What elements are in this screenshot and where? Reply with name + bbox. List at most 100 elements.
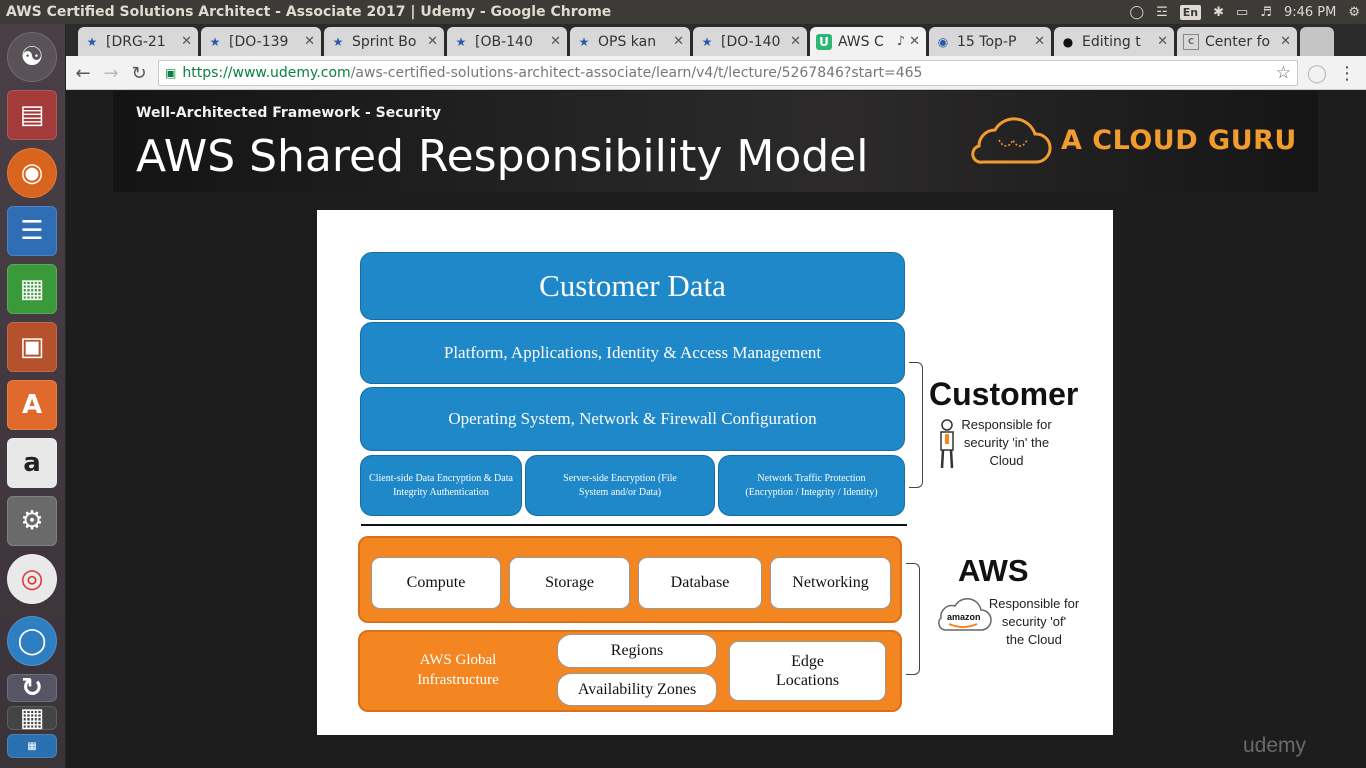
address-bar[interactable]: ▣ https://www.udemy.com /aws-certified-s… xyxy=(158,60,1298,86)
tab-do-139[interactable]: ★ [DO-139 ✕ xyxy=(201,27,321,56)
back-arrow-icon[interactable]: ← xyxy=(75,62,91,84)
calc-icon[interactable]: ▦ xyxy=(7,264,57,314)
lock-icon: ▣ xyxy=(165,66,177,80)
wifi-icon[interactable]: ☲ xyxy=(1156,4,1168,20)
udemy-watermark: udemy xyxy=(1242,734,1306,757)
compute-box: Compute xyxy=(371,557,501,609)
availability-zones-box: Availability Zones xyxy=(557,673,717,706)
os-top-bar: AWS Certified Solutions Architect - Asso… xyxy=(0,0,1366,24)
slide-subtitle: Well-Architected Framework - Security xyxy=(136,105,442,121)
firefox-icon[interactable]: ◉ xyxy=(7,148,57,198)
chat-icon[interactable]: ◯ xyxy=(1129,4,1145,20)
close-icon[interactable]: ✕ xyxy=(673,34,684,49)
settings-gear-icon[interactable]: ⚙ xyxy=(1348,4,1360,20)
ubuntu-dash-icon[interactable]: ☯ xyxy=(7,32,57,82)
tab-aws-udemy[interactable]: U AWS C ♪ ✕ xyxy=(810,27,926,56)
os-network-box: Operating System, Network & Firewall Con… xyxy=(360,387,905,451)
udemy-icon: U xyxy=(816,33,832,50)
extension-icon[interactable]: ◯ xyxy=(1306,62,1328,84)
tab-sprint[interactable]: ★ Sprint Bo ✕ xyxy=(324,27,444,56)
volume-icon[interactable]: ♬ xyxy=(1260,4,1272,20)
close-icon[interactable]: ✕ xyxy=(304,34,315,49)
server-side-encryption-box: Server-side Encryption (File System and/… xyxy=(525,455,715,516)
url-host: https://www.udemy.com xyxy=(182,65,351,81)
amazon-icon[interactable]: a xyxy=(7,438,57,488)
keyboard-layout-indicator[interactable]: En xyxy=(1179,4,1202,20)
close-icon[interactable]: ✕ xyxy=(1157,34,1168,49)
github-icon: ● xyxy=(1062,34,1074,49)
cloud-guru-logo-icon xyxy=(971,117,1052,164)
tab-ob-140[interactable]: ★ [OB-140 ✕ xyxy=(447,27,567,56)
close-icon[interactable]: ✕ xyxy=(427,34,438,49)
jira-icon: ★ xyxy=(578,34,590,49)
forward-arrow-icon[interactable]: → xyxy=(103,62,119,84)
close-icon[interactable]: ✕ xyxy=(1280,34,1291,49)
impress-icon[interactable]: ▣ xyxy=(7,322,57,372)
cis-icon: C xyxy=(1183,33,1199,50)
chat-app-icon[interactable]: ◯ xyxy=(7,616,57,666)
url-path: /aws-certified-solutions-architect-assoc… xyxy=(350,65,923,81)
divider-line xyxy=(361,524,907,526)
platform-box: Platform, Applications, Identity & Acces… xyxy=(360,322,905,384)
networking-box: Networking xyxy=(770,557,891,609)
amazon-logo-text: amazon xyxy=(947,612,981,622)
workspace-icon[interactable]: ▦ xyxy=(7,703,57,733)
network-traffic-protection-box: Network Traffic Protection (Encryption /… xyxy=(718,455,905,516)
workbench-icon[interactable]: ▦ xyxy=(7,734,57,758)
close-icon[interactable]: ✕ xyxy=(909,34,920,49)
tab-editing[interactable]: ● Editing t ✕ xyxy=(1054,27,1174,56)
update-icon[interactable]: ↻ xyxy=(7,673,57,703)
tab-drg[interactable]: ★ [DRG-21 ✕ xyxy=(78,27,198,56)
tab-15-top[interactable]: ◉ 15 Top-P ✕ xyxy=(929,27,1051,56)
menu-kebab-icon[interactable]: ⋮ xyxy=(1338,62,1356,84)
shared-responsibility-diagram: Customer Data Platform, Applications, Id… xyxy=(317,210,1113,735)
tab-ops-kan[interactable]: ★ OPS kan ✕ xyxy=(570,27,690,56)
close-icon[interactable]: ✕ xyxy=(1034,34,1045,49)
close-icon[interactable]: ✕ xyxy=(181,34,192,49)
files-icon[interactable]: ▤ xyxy=(7,90,57,140)
customer-bracket xyxy=(909,362,923,488)
slide-header: Well-Architected Framework - Security AW… xyxy=(113,91,1318,192)
edge-locations-box: Edge Locations xyxy=(729,641,886,701)
writer-icon[interactable]: ☰ xyxy=(7,206,57,256)
client-side-encryption-box: Client-side Data Encryption & Data Integ… xyxy=(360,455,522,516)
window-title: AWS Certified Solutions Architect - Asso… xyxy=(6,4,612,20)
amazon-cloud-icon xyxy=(938,598,992,631)
new-tab-button[interactable] xyxy=(1300,27,1334,56)
bookmark-star-icon[interactable]: ☆ xyxy=(1275,63,1291,83)
globe-icon: ◉ xyxy=(937,34,949,49)
reload-icon[interactable]: ↻ xyxy=(131,62,147,84)
jira-icon: ★ xyxy=(209,34,221,49)
tab-center[interactable]: C Center fo ✕ xyxy=(1177,27,1297,56)
aws-bracket xyxy=(906,563,920,675)
slide-title: AWS Shared Responsibility Model xyxy=(136,131,869,182)
database-box: Database xyxy=(638,557,762,609)
customer-heading: Customer xyxy=(929,376,1079,412)
customer-data-box: Customer Data xyxy=(360,252,905,320)
jira-icon: ★ xyxy=(455,34,467,49)
speaker-icon[interactable]: ♪ xyxy=(896,34,906,49)
video-player[interactable]: Well-Architected Framework - Security AW… xyxy=(66,90,1366,768)
software-center-icon[interactable]: A xyxy=(7,380,57,430)
aws-heading: AWS xyxy=(958,553,1029,588)
ubuntu-launcher: ☯ ▤ ◉ ☰ ▦ ▣ A a ⚙ ◎ ◯ ↻ ▦ ▦ xyxy=(0,24,66,768)
tab-strip: ★ [DRG-21 ✕ ★ [DO-139 ✕ ★ Sprint Bo ✕ ★ … xyxy=(66,24,1366,56)
brand-name: A CLOUD GURU xyxy=(1061,125,1297,156)
person-icon xyxy=(940,419,954,469)
clock[interactable]: 9:46 PM xyxy=(1283,4,1337,20)
system-settings-icon[interactable]: ⚙ xyxy=(7,496,57,546)
jira-icon: ★ xyxy=(332,34,344,49)
global-infrastructure-label: AWS Global Infrastructure xyxy=(417,652,499,688)
jira-icon: ★ xyxy=(86,34,98,49)
customer-description: Responsible for security 'in' the Cloud xyxy=(961,417,1052,468)
chrome-icon[interactable]: ◎ xyxy=(7,554,57,604)
battery-icon[interactable]: ▭ xyxy=(1236,4,1249,20)
tab-do-140[interactable]: ★ [DO-140 ✕ xyxy=(693,27,807,56)
bluetooth-icon[interactable]: ✱ xyxy=(1213,4,1224,20)
close-icon[interactable]: ✕ xyxy=(550,34,561,49)
aws-description: Responsible for security 'of' the Cloud xyxy=(988,596,1080,647)
system-tray: ◯ ☲ En ✱ ▭ ♬ 9:46 PM ⚙ xyxy=(1130,0,1360,24)
jira-icon: ★ xyxy=(701,34,713,49)
close-icon[interactable]: ✕ xyxy=(790,34,801,49)
browser-toolbar: ← → ↻ ▣ https://www.udemy.com /aws-certi… xyxy=(66,56,1366,90)
